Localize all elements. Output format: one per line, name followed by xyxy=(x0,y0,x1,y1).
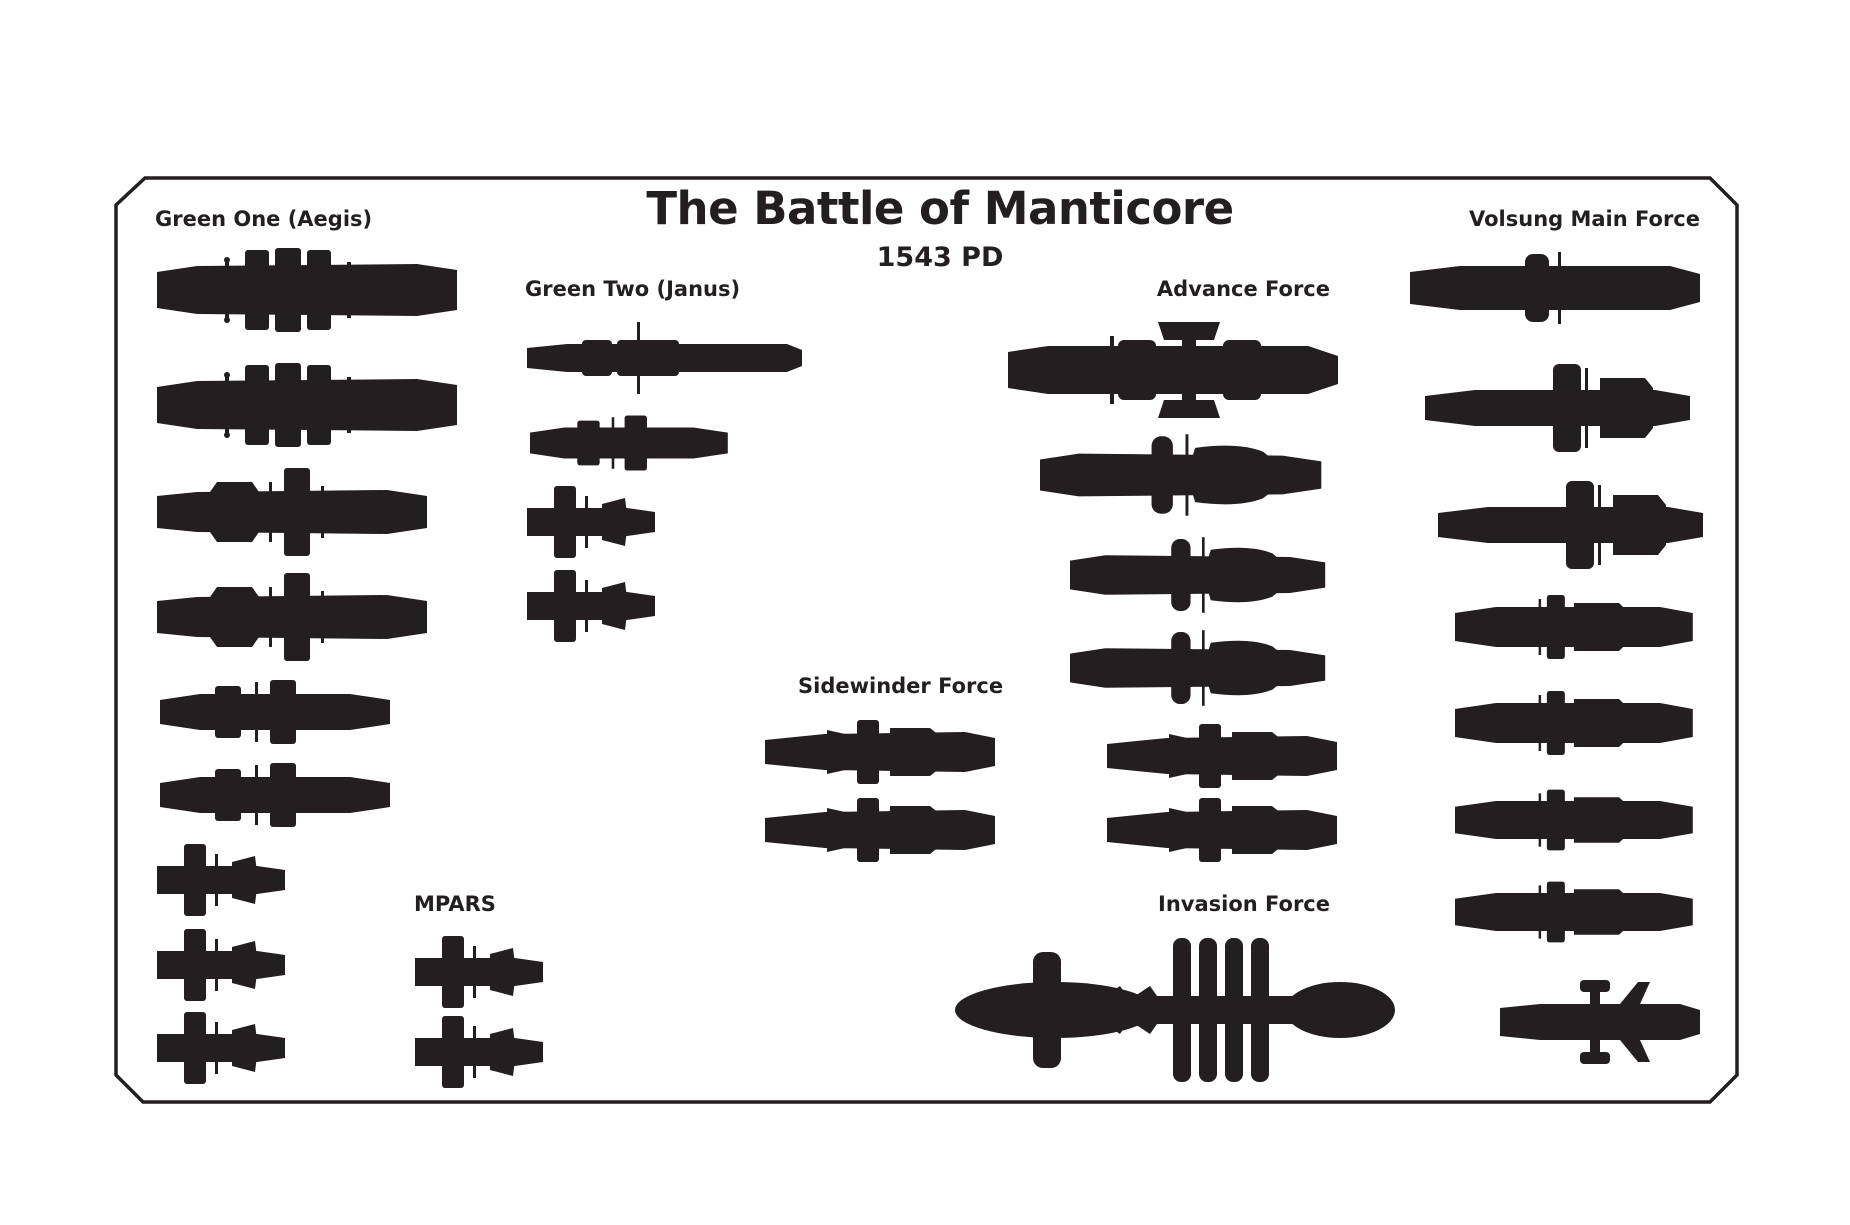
diagram-subtitle: 1543 PD xyxy=(876,242,1004,273)
frame-border xyxy=(114,176,1739,1104)
green-one-ships xyxy=(157,248,457,1084)
group-label-green-two: Green Two (Janus) xyxy=(525,277,741,301)
group-label-invasion: Invasion Force xyxy=(1158,892,1330,916)
group-label-green-one: Green One (Aegis) xyxy=(155,207,373,231)
group-label-advance: Advance Force xyxy=(1156,277,1330,301)
group-label-volsung: Volsung Main Force xyxy=(1469,207,1700,231)
volsung-ships xyxy=(1410,252,1703,1064)
diagram-title: The Battle of Manticore xyxy=(646,182,1234,235)
sidewinder-ships xyxy=(765,720,995,862)
advance-ships xyxy=(1008,322,1338,862)
group-label-sidewinder: Sidewinder Force xyxy=(798,674,1004,698)
green-two-ships xyxy=(527,322,802,642)
mpars-ships xyxy=(415,936,543,1088)
group-label-mpars: MPARS xyxy=(414,892,496,916)
invasion-ships xyxy=(955,938,1395,1082)
